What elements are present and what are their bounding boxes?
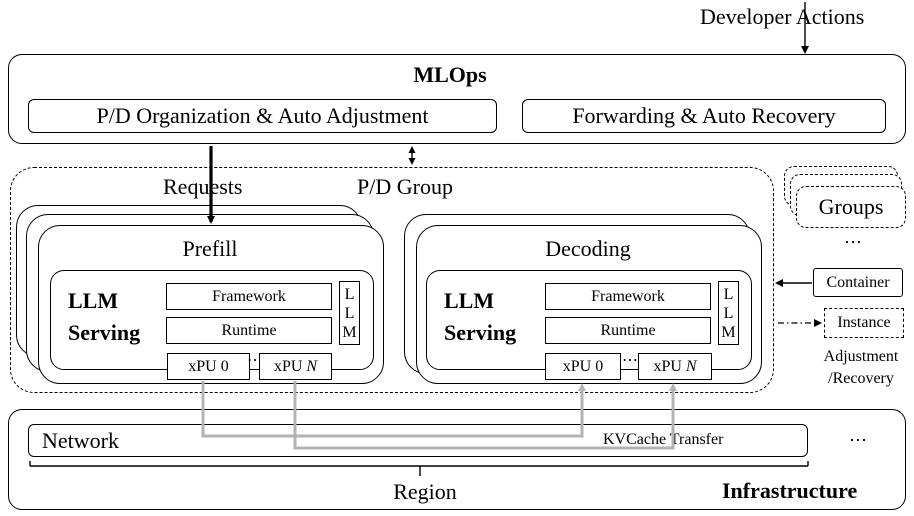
kvcache-line-xpun bbox=[293, 381, 677, 450]
decoding-serving-label: Serving bbox=[444, 320, 517, 345]
adjustment-label: Adjustment bbox=[823, 348, 899, 365]
decoding-xpu-n-index: N bbox=[685, 357, 697, 375]
region-label: Region bbox=[393, 479, 457, 504]
recovery-label: /Recovery bbox=[828, 370, 894, 387]
decoding-vertical-l1: L bbox=[723, 285, 734, 303]
requests-label: Requests bbox=[163, 174, 243, 199]
prefill-xpu-n: xPU N bbox=[259, 353, 332, 380]
network-box bbox=[28, 424, 808, 457]
groups-dots: ⋯ bbox=[844, 231, 862, 252]
decoding-llm-label: LLM bbox=[444, 288, 495, 313]
infrastructure-title: Infrastructure bbox=[722, 478, 858, 503]
forwarding-recovery-box: Forwarding & Auto Recovery bbox=[522, 99, 886, 133]
decoding-vertical-m: M bbox=[721, 323, 736, 341]
network-label: Network bbox=[42, 428, 119, 453]
kvcache-line-xpu0 bbox=[201, 381, 586, 438]
decoding-framework-box: Framework bbox=[545, 283, 711, 310]
prefill-xpu-0: xPU 0 bbox=[167, 353, 250, 380]
pd-group-label: P/D Group bbox=[357, 174, 453, 199]
prefill-framework-box: Framework bbox=[166, 283, 332, 310]
prefill-vertical-l1: L bbox=[344, 285, 355, 303]
decoding-vertical-l2: L bbox=[723, 304, 734, 322]
decoding-xpu-0: xPU 0 bbox=[545, 353, 621, 380]
prefill-vertical-m: M bbox=[342, 323, 357, 341]
prefill-llm-label: LLM bbox=[68, 288, 119, 313]
groups-box: Groups bbox=[796, 186, 906, 228]
prefill-title: Prefill bbox=[182, 236, 238, 261]
prefill-xpu-n-index: N bbox=[306, 357, 318, 375]
prefill-llm-vertical-box: L L M bbox=[339, 281, 360, 345]
pd-organization-box: P/D Organization & Auto Adjustment bbox=[28, 99, 497, 133]
prefill-serving-label: Serving bbox=[68, 320, 141, 345]
container-box: Container bbox=[813, 268, 903, 297]
developer-actions-label: Developer Actions bbox=[700, 4, 865, 29]
instance-box: Instance bbox=[824, 308, 904, 338]
decoding-xpu-dots: ⋯ bbox=[622, 352, 638, 369]
infrastructure-dots: ⋯ bbox=[849, 429, 867, 450]
prefill-xpu-n-prefix: xPU bbox=[273, 357, 307, 375]
decoding-xpu-n: xPU N bbox=[638, 353, 712, 380]
decoding-xpu-n-prefix: xPU bbox=[653, 357, 686, 375]
decoding-llm-vertical-box: L L M bbox=[718, 281, 739, 345]
decoding-runtime-box: Runtime bbox=[545, 317, 711, 344]
prefill-vertical-l2: L bbox=[344, 304, 355, 322]
pd-group-container bbox=[10, 167, 774, 393]
decoding-title: Decoding bbox=[545, 236, 631, 261]
prefill-runtime-box: Runtime bbox=[166, 317, 332, 344]
mlops-title: MLOps bbox=[413, 62, 487, 87]
kvcache-transfer-label: KVCache Transfer bbox=[603, 431, 724, 448]
